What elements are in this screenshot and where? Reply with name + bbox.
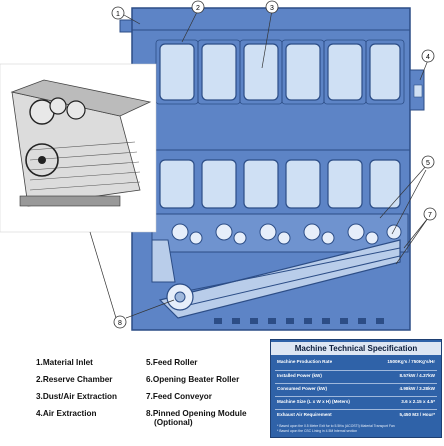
feed-conveyor bbox=[151, 239, 401, 319]
callout-2: 2 bbox=[191, 0, 205, 14]
spec-row-4: Machine Size (L x W x H) (Meters) 3.6 x … bbox=[275, 396, 437, 408]
callout-7: 7 bbox=[423, 207, 437, 221]
spec-label: Machine Production Rate bbox=[277, 359, 333, 364]
spec-row-5: Exhaust Air Requirement 5,450 M3 / Hour* bbox=[275, 409, 437, 421]
spec-value: 3.6 x 2.15 x 4.5* bbox=[401, 399, 435, 404]
svg-text:4: 4 bbox=[426, 54, 430, 61]
beater-rollers bbox=[151, 213, 409, 253]
spec-row-1: Machine Production Rate 1500Kg's / 750Kg… bbox=[275, 357, 437, 368]
base-slots bbox=[214, 318, 384, 324]
machine-diagram: 1 2 3 4 5 7 8 6 bbox=[0, 0, 437, 331]
spec-row-3: Consumed Power (kW) 4.98kW / 3.28kW bbox=[275, 383, 437, 395]
spec-label: Consumed Power (kW) bbox=[277, 386, 328, 391]
callout-1: 1 bbox=[111, 6, 125, 20]
spec-note-1: * Based upon the 0.5 Metre Exit fur to 5… bbox=[277, 424, 395, 428]
legend-item-1: 1.Material Inlet bbox=[36, 358, 93, 367]
spec-value: 8.57kW / 4.37kW bbox=[399, 373, 436, 378]
legend: 1.Material Inlet 2.Reserve Chamber 3.Dus… bbox=[0, 340, 444, 446]
callout-8: 8 bbox=[113, 315, 127, 329]
spec-label: Machine Size (L x W x H) (Meters) bbox=[277, 399, 350, 404]
lower-windows bbox=[159, 159, 401, 209]
legend-item-6: 6.Opening Beater Roller bbox=[146, 375, 240, 384]
svg-text:3: 3 bbox=[270, 5, 274, 12]
inset-photo bbox=[0, 63, 157, 233]
svg-text:2: 2 bbox=[196, 5, 200, 12]
upper-windows bbox=[159, 43, 401, 101]
spec-note-2: * Based upon the CSC Lining in 4.5M Inte… bbox=[277, 429, 358, 433]
leader-lines bbox=[89, 9, 429, 319]
spec-value: 5,450 M3 / Hour* bbox=[399, 412, 436, 417]
legend-item-8-sub: (Optional) bbox=[154, 418, 193, 427]
svg-text:8: 8 bbox=[118, 320, 122, 327]
callout-5: 5 bbox=[421, 155, 435, 169]
spec-label: Exhaust Air Requirement bbox=[277, 412, 332, 417]
legend-item-5: 5.Feed Roller bbox=[146, 358, 198, 367]
spec-value: 4.98kW / 3.28kW bbox=[399, 386, 436, 391]
spec-table: Machine Technical Specification Machine … bbox=[270, 339, 442, 438]
spec-row-2: Installed Power (kW) 8.57kW / 4.37kW bbox=[275, 370, 437, 382]
spec-title: Machine Technical Specification bbox=[271, 342, 441, 355]
legend-item-7: 7.Feed Conveyor bbox=[146, 392, 212, 401]
callout-3: 3 bbox=[265, 0, 279, 14]
svg-text:5: 5 bbox=[426, 160, 430, 167]
svg-text:7: 7 bbox=[428, 212, 432, 219]
spec-label: Installed Power (kW) bbox=[277, 373, 322, 378]
legend-item-8: 8.Pinned Opening Module (Optional) bbox=[146, 409, 247, 427]
legend-item-4: 4.Air Extraction bbox=[36, 409, 97, 418]
spec-value: 1500Kg's / 750Kg's/Hr bbox=[387, 359, 435, 364]
legend-item-3: 3.Dust/Air Extraction bbox=[36, 392, 117, 401]
svg-text:1: 1 bbox=[116, 11, 120, 18]
legend-item-2: 2.Reserve Chamber bbox=[36, 375, 113, 384]
callout-4: 4 bbox=[421, 49, 435, 63]
